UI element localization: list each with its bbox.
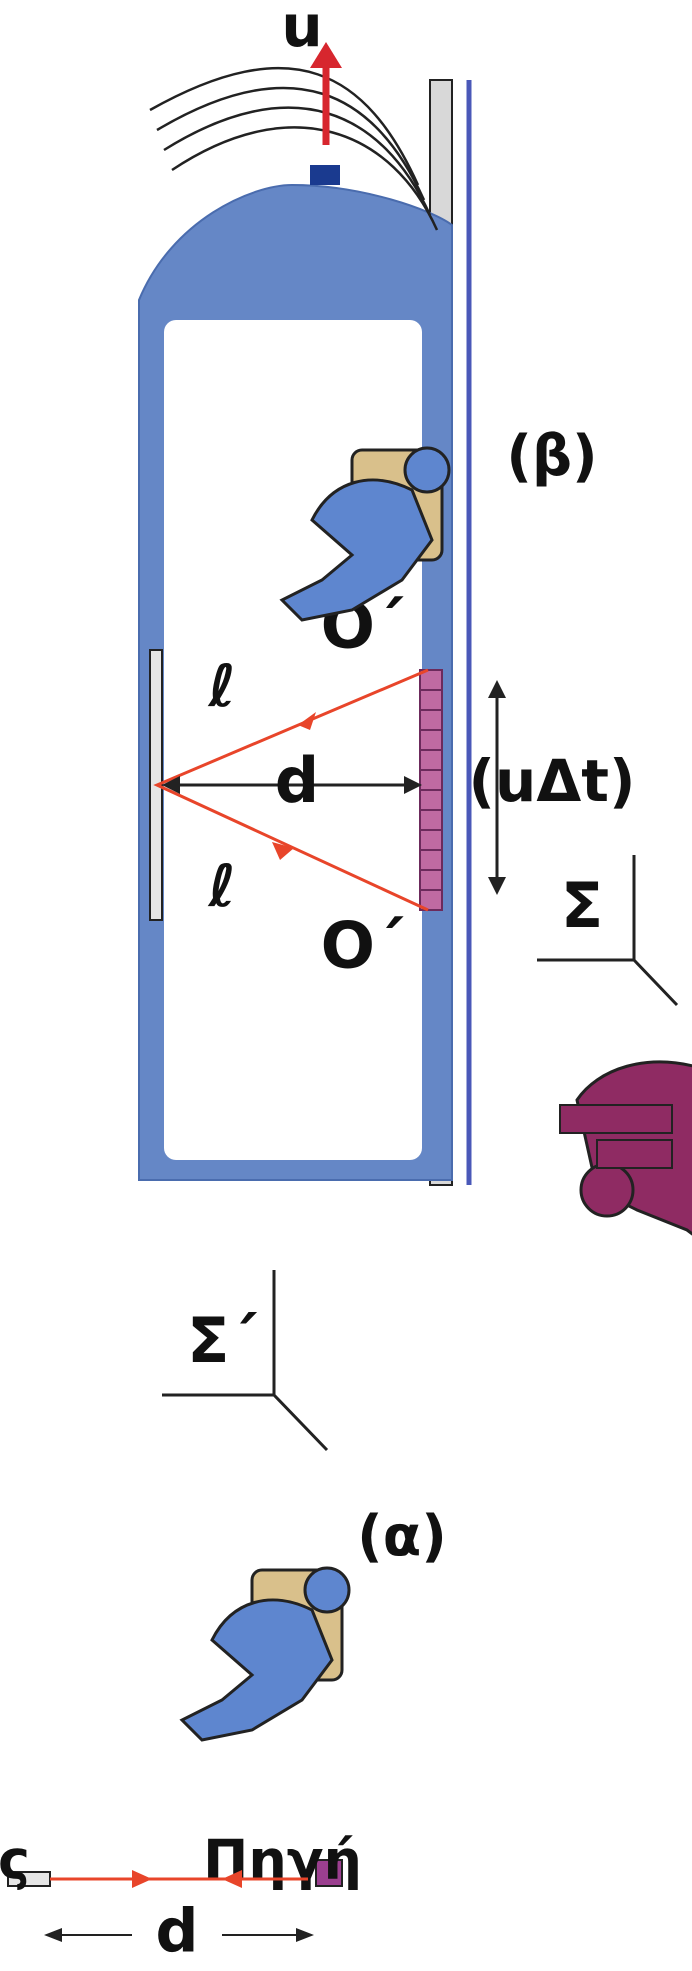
- distance-label-a: d: [156, 1897, 199, 1967]
- passenger-head-a: [303, 1566, 351, 1614]
- source-label: Πηγή: [203, 1829, 362, 1892]
- panel-a: Καθρέφτης Πηγή d: [0, 1270, 447, 1967]
- source-array-ticks: [420, 689, 442, 891]
- passenger-head-b: [403, 446, 451, 494]
- path-label-2: ℓ: [207, 652, 235, 720]
- observer-bench-2: [559, 1104, 673, 1134]
- distance-arrowhead-top: [44, 1928, 62, 1942]
- observer-head: [579, 1162, 635, 1218]
- light-ray-arrow-1: [272, 842, 294, 860]
- light-arrow-up: [132, 1870, 152, 1888]
- distance-arrowhead-b-top: [162, 776, 180, 794]
- displacement-arrowhead-left: [488, 680, 506, 698]
- passenger-body-a: [179, 1598, 334, 1742]
- distance-label-b: d: [275, 744, 319, 817]
- frame-label-b: Σ: [561, 869, 603, 942]
- frame-axes-b: [537, 855, 679, 1007]
- train-interior: [164, 320, 422, 1160]
- velocity-arrowhead: [310, 42, 342, 68]
- light-arrow-down: [222, 1870, 242, 1888]
- panel-b: u d ℓ ℓ: [138, 0, 692, 1236]
- distance-arrowhead-b-bottom: [404, 776, 422, 794]
- observer-bench-1: [596, 1139, 673, 1169]
- passenger-b: [279, 446, 451, 622]
- frame-label-a: Σ΄: [187, 1304, 257, 1377]
- velocity-label: u: [281, 0, 322, 60]
- light-ray-arrow-2: [298, 712, 316, 730]
- light-ray-path: [153, 668, 429, 912]
- light-source-small: [315, 1859, 343, 1887]
- path-label-1: ℓ: [207, 852, 235, 920]
- event-label-1: O΄: [321, 910, 404, 984]
- headlight: [310, 165, 340, 185]
- frame-axes-a: [162, 1270, 329, 1452]
- displacement-label: (uΔt): [469, 747, 636, 815]
- displacement-arrowhead-right: [488, 877, 506, 895]
- passenger-a: [179, 1566, 351, 1742]
- distance-arrowhead-bottom: [296, 1928, 314, 1942]
- caption-a: (α): [357, 1504, 447, 1569]
- caption-b: (β): [506, 424, 597, 489]
- passenger-body-b: [279, 478, 434, 622]
- mirror-label: Καθρέφτης: [0, 1829, 30, 1892]
